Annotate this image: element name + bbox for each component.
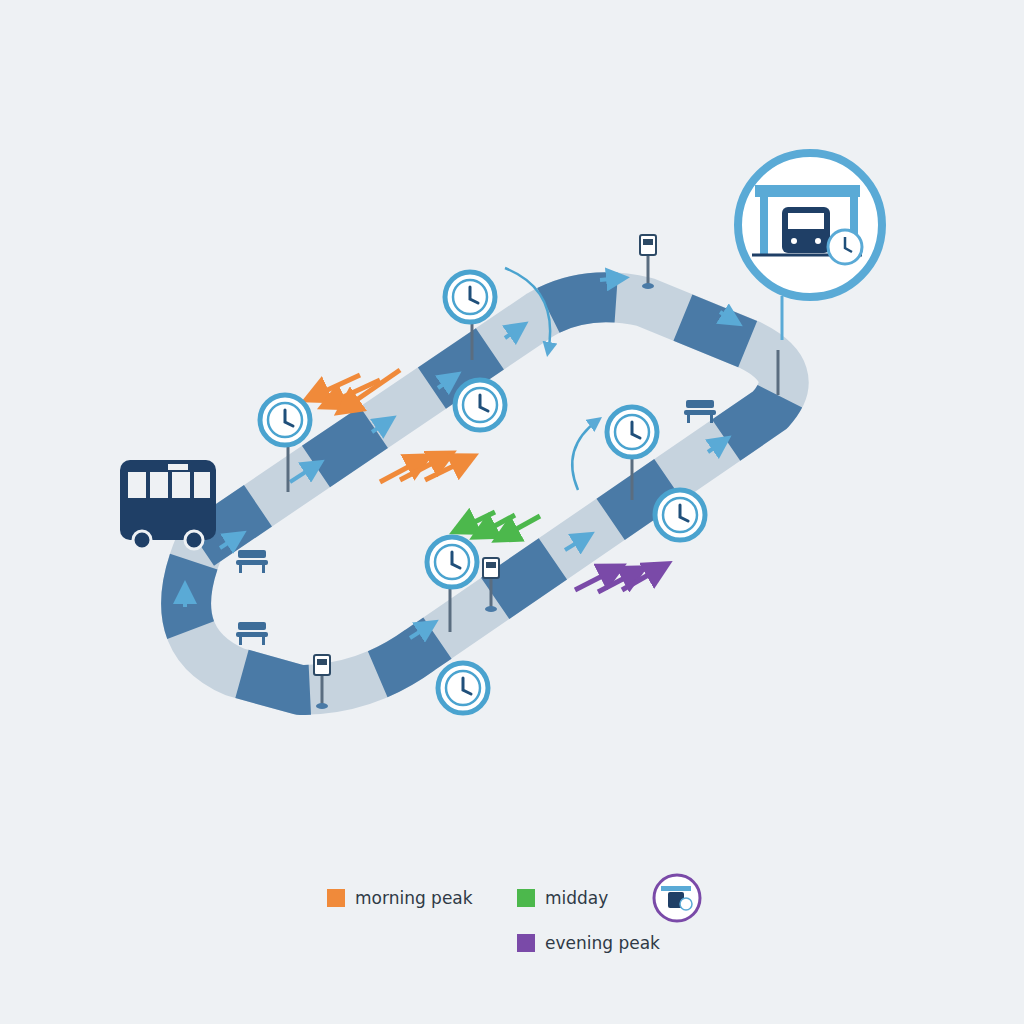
depot-icon: [738, 153, 882, 297]
legend-swatch: [517, 889, 535, 907]
midday-arrows: [458, 512, 540, 538]
evening-peak-arrows: [575, 566, 664, 592]
legend-entry: midday: [517, 888, 608, 908]
bus-icon: [120, 460, 216, 549]
legend-swatch: [517, 934, 535, 952]
route-track: [186, 297, 784, 690]
legend-swatch: [327, 889, 345, 907]
track-arrows: [185, 278, 736, 638]
loop-arrow: [572, 420, 598, 490]
route-track-segments: [186, 297, 784, 690]
legend-label: morning peak: [355, 888, 473, 908]
legend-label: evening peak: [545, 933, 660, 953]
clock-poles: [288, 322, 632, 632]
legend-depot-icon: [654, 875, 700, 921]
legend-label: midday: [545, 888, 608, 908]
morning-peak-arrows: [310, 370, 470, 482]
legend-entry: evening peak: [517, 933, 660, 953]
legend-entry: morning peak: [327, 888, 473, 908]
loop-arrow: [505, 268, 550, 352]
